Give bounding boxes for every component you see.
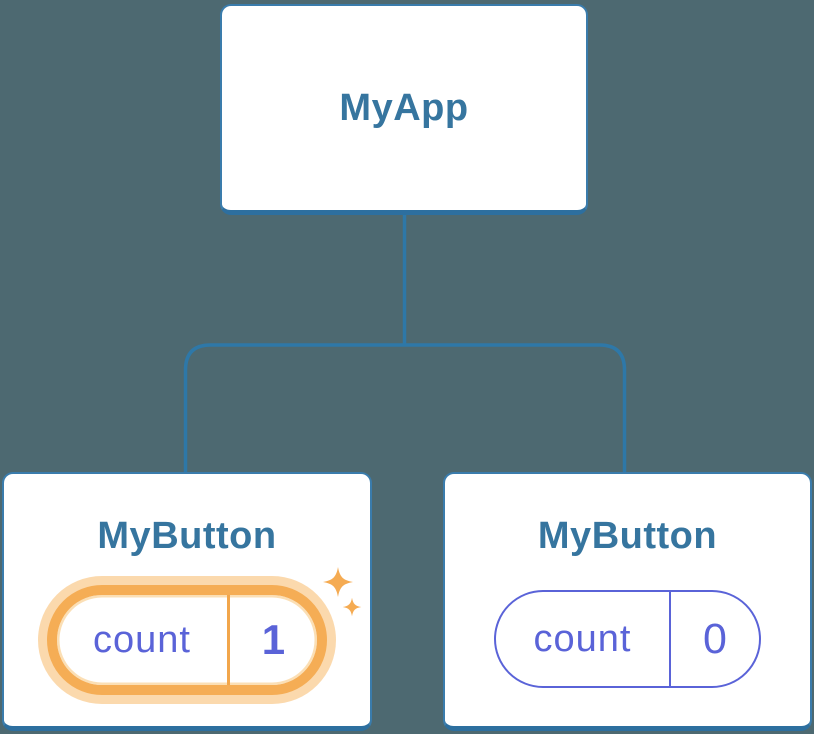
edge-branch bbox=[183, 343, 627, 473]
component-card-mybutton-left: MyButton count 1 bbox=[2, 472, 372, 731]
component-title: MyApp bbox=[339, 87, 469, 129]
state-key-label: count bbox=[92, 618, 191, 661]
state-pill: count 0 bbox=[494, 590, 761, 688]
state-value: 0 bbox=[702, 614, 727, 663]
state-value-segment: 0 bbox=[671, 592, 759, 686]
component-title: MyButton bbox=[97, 515, 277, 557]
state-key-segment: count bbox=[57, 595, 230, 685]
component-card-myapp: MyApp bbox=[220, 4, 588, 215]
state-value: 1 bbox=[261, 616, 286, 663]
state-value-segment: 1 bbox=[230, 595, 317, 685]
state-pill-highlighted: count 1 bbox=[47, 585, 327, 695]
component-title: MyButton bbox=[537, 515, 718, 557]
state-key-segment: count bbox=[496, 592, 671, 686]
component-card-mybutton-right: MyButton count 0 bbox=[443, 472, 812, 731]
state-key-label: count bbox=[533, 617, 632, 660]
